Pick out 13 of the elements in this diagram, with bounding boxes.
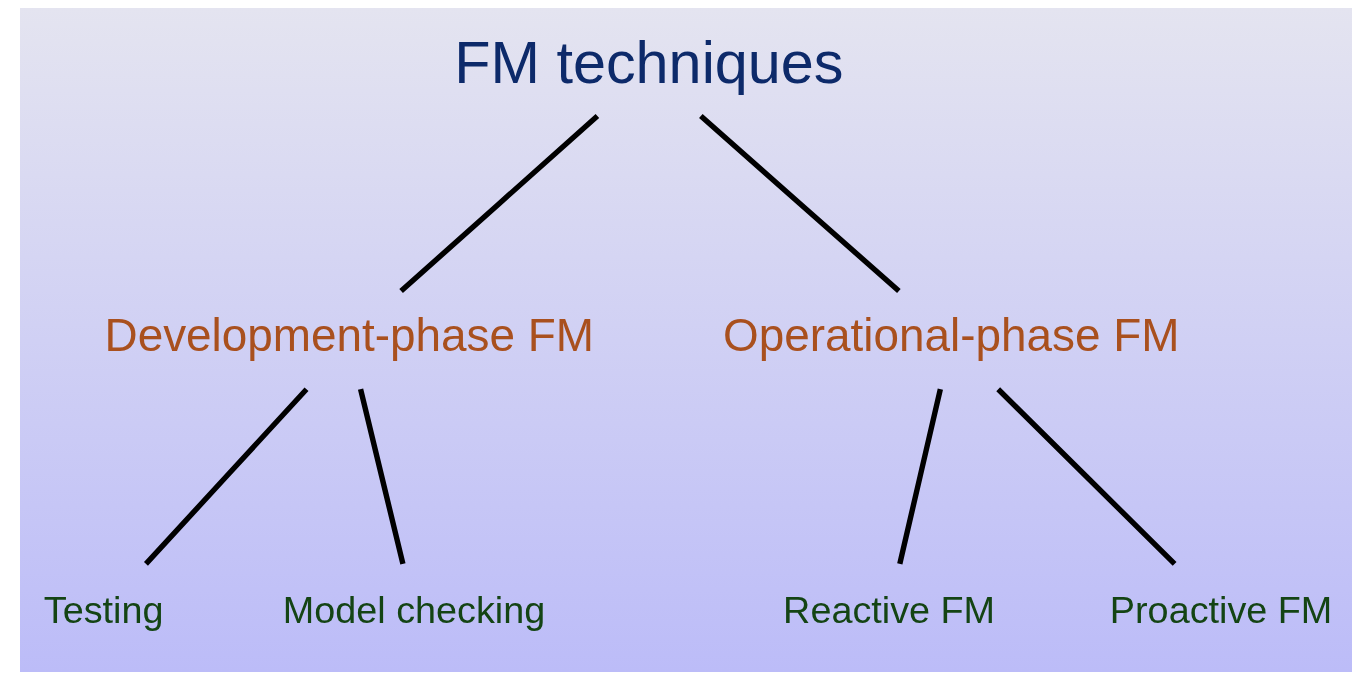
node-text: Reactive FM [783,588,996,631]
node-text: Development-phase FM [104,309,595,362]
connector [699,114,901,294]
connector [996,387,1177,566]
connector [897,388,943,565]
connector [399,114,600,294]
node-text: Proactive FM [1109,588,1333,631]
connector [144,387,309,566]
node-text: Testing [43,588,164,631]
node-text: Operational-phase FM [722,309,1180,362]
node-text: FM techniques [454,28,844,96]
node-text: Model checking [282,588,546,631]
connector [357,388,406,565]
